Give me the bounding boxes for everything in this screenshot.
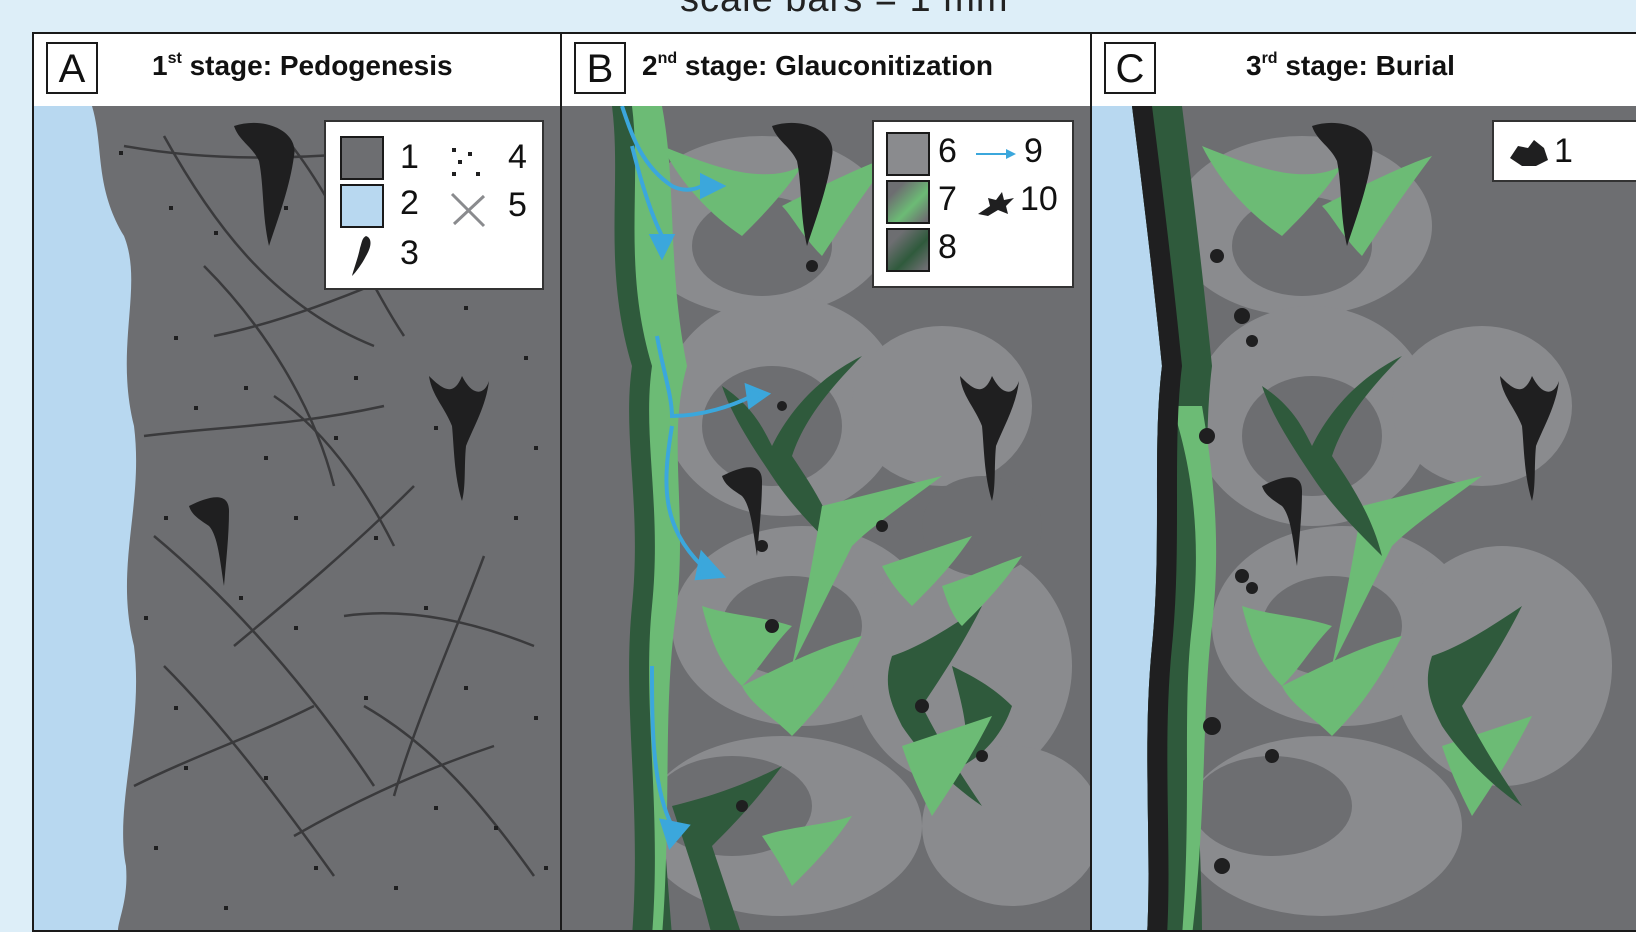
roots bbox=[1262, 122, 1559, 566]
legend-swatch-soil bbox=[340, 136, 384, 180]
panel-a-stage-number: 1 bbox=[152, 50, 168, 81]
panel-b-stage-title: stage: Glauconitization bbox=[677, 50, 993, 81]
panel-b-header: B 2nd stage: Glauconitization bbox=[562, 34, 1090, 108]
panel-b: B 2nd stage: Glauconitization bbox=[560, 32, 1092, 932]
panel-b-title: 2nd stage: Glauconitization bbox=[642, 50, 993, 82]
legend-swatch-dark-glauconite bbox=[886, 228, 930, 272]
legend-b: 6 7 8 9 10 bbox=[872, 120, 1074, 288]
panel-b-letter: B bbox=[574, 42, 626, 94]
legend-a: 1 2 3 4 5 bbox=[324, 120, 544, 290]
glauconitization-illustration bbox=[562, 105, 1090, 930]
panel-a-stage-suffix: st bbox=[167, 50, 182, 67]
roots bbox=[722, 122, 1019, 556]
legend-label-4: 4 bbox=[508, 138, 527, 176]
panel-a-letter: A bbox=[46, 42, 98, 94]
crack-icon bbox=[450, 192, 486, 228]
legend-label-9: 9 bbox=[1024, 132, 1043, 170]
panel-c-stage-title: stage: Burial bbox=[1277, 50, 1455, 81]
legend-label-10: 10 bbox=[1020, 180, 1058, 218]
legend-label-3: 3 bbox=[400, 234, 419, 272]
legend-swatch-water bbox=[340, 184, 384, 228]
panel-c-title: 3rd stage: Burial bbox=[1246, 50, 1455, 82]
legend-c: 1 bbox=[1492, 120, 1636, 182]
panel-c: C 3rd stage: Burial bbox=[1090, 32, 1636, 932]
legend-label-8: 8 bbox=[938, 228, 957, 266]
dark-glauconite-veins bbox=[1262, 356, 1522, 806]
aggregate-icon bbox=[978, 192, 1014, 216]
panel-a-stage-title: stage: Pedogenesis bbox=[181, 50, 453, 81]
burial-clasts bbox=[1199, 249, 1279, 874]
panel-c-letter: C bbox=[1104, 42, 1156, 94]
clast-icon bbox=[1510, 140, 1548, 166]
scale-bar-caption: scale bars = 1 mm bbox=[680, 0, 1009, 21]
root-icon bbox=[352, 236, 371, 276]
legend-swatch-halo bbox=[886, 132, 930, 176]
legend-label-2: 2 bbox=[400, 184, 419, 222]
panel-b-art bbox=[562, 105, 1090, 930]
flow-arrow-icon bbox=[976, 149, 1016, 159]
panel-a: A 1st stage: Pedogenesis bbox=[32, 32, 562, 932]
panel-c-art bbox=[1092, 106, 1636, 930]
legend-label-7: 7 bbox=[938, 180, 957, 218]
legend-label-5: 5 bbox=[508, 186, 527, 224]
water-zone bbox=[34, 106, 137, 930]
legend-label-11: 1 bbox=[1554, 132, 1573, 170]
legend-label-1: 1 bbox=[400, 138, 419, 176]
water-zone bbox=[1092, 106, 1162, 930]
panel-c-stage-number: 3 bbox=[1246, 50, 1262, 81]
glauconite-aggregates bbox=[736, 260, 988, 812]
panel-c-stage-suffix: rd bbox=[1261, 50, 1278, 67]
light-glauconite bbox=[632, 106, 1022, 930]
legend-label-6: 6 bbox=[938, 132, 957, 170]
burial-illustration bbox=[1092, 106, 1636, 930]
legend-swatch-light-glauconite bbox=[886, 180, 930, 224]
burial-crust bbox=[1132, 106, 1182, 930]
panel-a-header: A 1st stage: Pedogenesis bbox=[34, 34, 560, 108]
panel-a-title: 1st stage: Pedogenesis bbox=[152, 50, 453, 82]
roots bbox=[189, 122, 489, 586]
flow-arrows bbox=[620, 105, 772, 851]
specks-icon bbox=[452, 148, 480, 176]
panel-b-stage-number: 2 bbox=[642, 50, 658, 81]
panel-b-stage-suffix: nd bbox=[657, 50, 678, 67]
panel-c-header: C 3rd stage: Burial bbox=[1092, 34, 1636, 108]
